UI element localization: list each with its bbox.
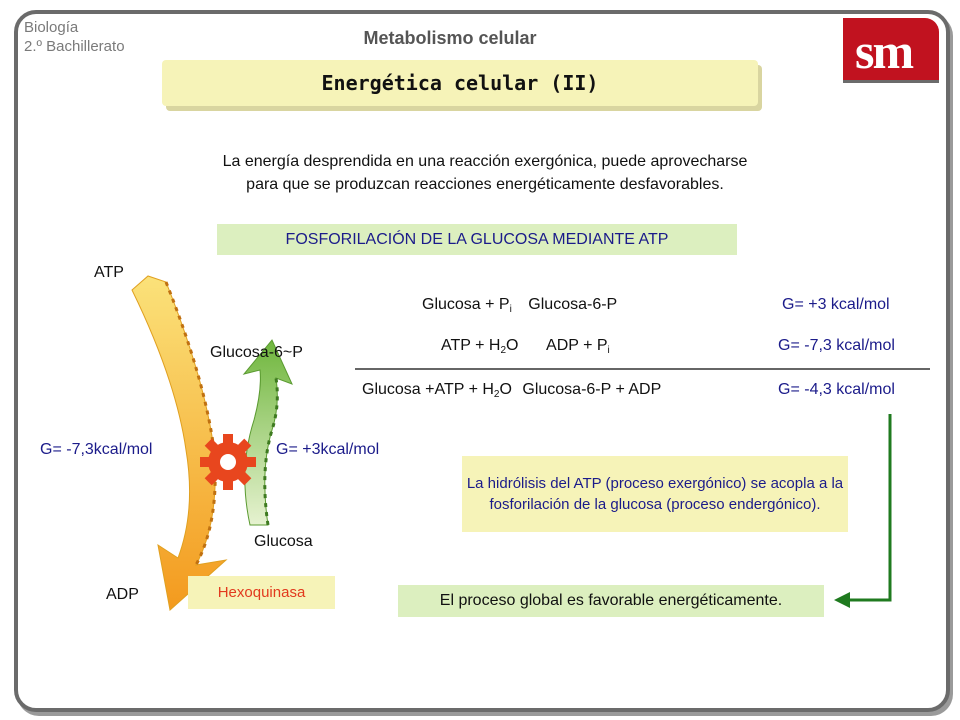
reaction-rhs: ADP + P	[542, 337, 608, 354]
reaction-rhs: Glucosa-6-P + ADP	[517, 381, 662, 398]
logo-divider	[843, 80, 939, 83]
reaction-dg-value: G= +3 kcal/mol	[782, 296, 890, 313]
reaction-2: ATP + H2O ADP + Pi	[441, 337, 610, 356]
reaction-lhs: Glucosa +ATP + H	[362, 381, 494, 398]
reaction-sub: 2	[500, 345, 506, 356]
topic-title: Metabolismo celular	[363, 28, 537, 48]
glucose-arrow	[242, 339, 293, 526]
glucosa-6p-label: Glucosa-6~P	[210, 344, 303, 361]
title-banner: Energética celular (II)	[162, 60, 758, 106]
atp-arrow	[131, 275, 228, 611]
dg-atp-label: G= -7,3kcal/mol	[40, 441, 152, 459]
reaction-1-dg: G= +3 kcal/mol	[782, 296, 890, 314]
gear-icon	[200, 434, 256, 490]
enzyme-label: Hexoquinasa	[188, 576, 335, 609]
reaction-lhs: ATP + H	[441, 337, 501, 354]
coupling-note: La hidrólisis del ATP (proceso exergónic…	[462, 456, 848, 532]
global-note: El proceso global es favorable energétic…	[398, 585, 824, 617]
course-level: 2.º Bachillerato	[24, 38, 125, 55]
course-subject: Biología	[24, 19, 79, 36]
intro-line-1: La energía desprendida en una reacción e…	[222, 153, 748, 170]
slide-title: Energética celular (II)	[321, 71, 599, 95]
reaction-rhs-sub: i	[607, 345, 610, 356]
course-label: Biología 2.º Bachillerato	[24, 18, 125, 56]
adp-label: ADP	[106, 586, 139, 603]
sm-logo: sm	[843, 18, 939, 80]
intro-line-2: para que se produzcan reacciones energét…	[246, 176, 724, 193]
dg-glucose-value: G= +3kcal/mol	[276, 441, 380, 458]
reaction-sub: i	[509, 304, 512, 315]
reaction-sub: 2	[493, 389, 500, 400]
section-label: FOSFORILACIÓN DE LA GLUCOSA MEDIANTE ATP	[217, 224, 737, 255]
result-arrow	[834, 414, 892, 608]
reaction-lhs-tail: O	[506, 337, 519, 354]
reaction-lhs: Glucosa + P	[422, 296, 510, 313]
reaction-2-dg: G= -7,3 kcal/mol	[778, 337, 895, 355]
reaction-dg-value: G= -7,3 kcal/mol	[778, 337, 895, 354]
glucosa-label: Glucosa	[254, 533, 313, 550]
dg-atp-value: G= -7,3kcal/mol	[40, 441, 153, 458]
reaction-1: Glucosa + Pi Glucosa-6-P	[422, 296, 617, 315]
intro-text: La energía desprendida en una reacción e…	[150, 150, 820, 196]
reaction-lhs-tail: O	[499, 381, 512, 398]
atp-label: ATP	[94, 264, 124, 281]
reaction-rhs: Glucosa-6-P	[523, 296, 618, 313]
logo-text: sm	[855, 23, 914, 79]
reaction-3-dg: G= -4,3 kcal/mol	[778, 381, 895, 399]
dg-glucose-label: G= +3kcal/mol	[276, 441, 379, 459]
reaction-3: Glucosa +ATP + H2O Glucosa-6-P + ADP	[362, 381, 661, 400]
reaction-dg-value: G= -4,3 kcal/mol	[778, 381, 895, 398]
